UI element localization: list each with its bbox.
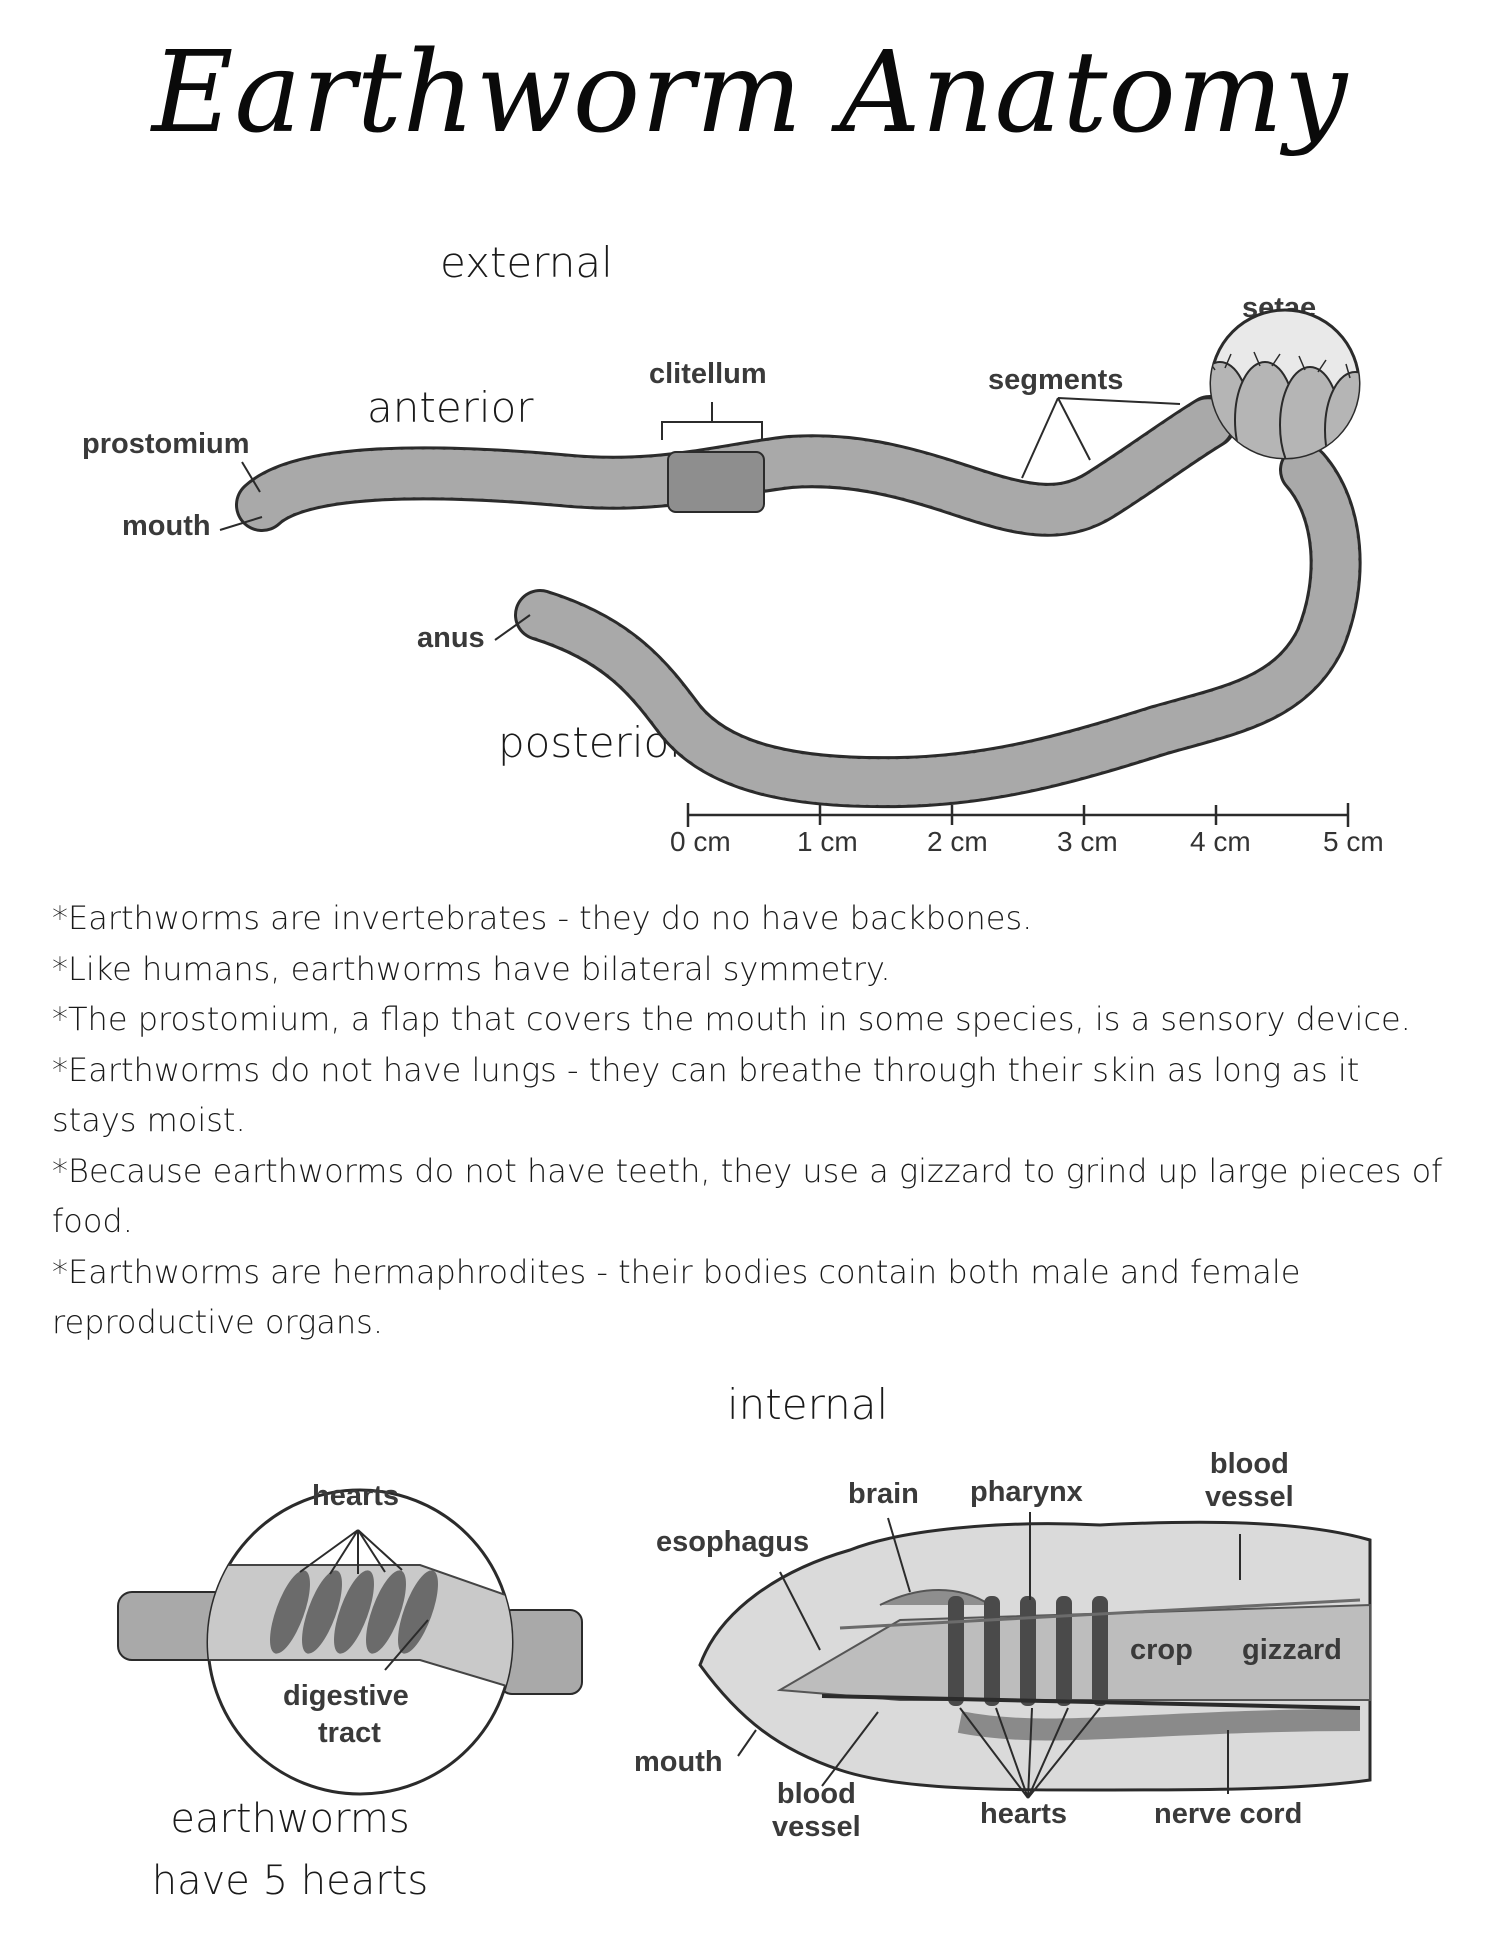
scale-label-5: 5 cm xyxy=(1323,826,1384,857)
internal-worm xyxy=(698,1520,1372,1792)
anterior-label: anterior xyxy=(367,383,534,432)
scale-label-0: 0 cm xyxy=(670,826,731,857)
scale-label-3: 3 cm xyxy=(1057,826,1118,857)
prostomium-label: prostomium xyxy=(82,428,250,460)
external-worm xyxy=(235,395,1362,809)
caption-line-1: earthworms xyxy=(170,1796,410,1842)
nerve-cord-label: nerve cord xyxy=(1154,1798,1303,1830)
blood-vessel-top-label: blood vessel xyxy=(1205,1448,1294,1514)
mouth-label: mouth xyxy=(122,510,211,542)
esophagus-label: esophagus xyxy=(656,1526,810,1558)
internal-hearts-label: hearts xyxy=(980,1798,1068,1830)
blood-vessel-top-line-2: vessel xyxy=(1205,1481,1294,1513)
brain-label: brain xyxy=(848,1478,919,1510)
blood-vessel-bottom-label: blood vessel xyxy=(772,1778,861,1844)
hearts-caption: earthworms have 5 hearts xyxy=(120,1788,460,1912)
internal-mouth-label: mouth xyxy=(634,1746,723,1778)
fact-3: *The prostomium, a flap that covers the … xyxy=(52,1000,1411,1038)
facts-list: *Earthworms are invertebrates - they do … xyxy=(52,893,1452,1348)
gizzard-label: gizzard xyxy=(1242,1634,1342,1666)
page-title: Earthworm Anatomy xyxy=(151,28,1349,158)
caption-line-2: have 5 hearts xyxy=(151,1858,429,1904)
internal-pointers xyxy=(737,1512,1241,1799)
fact-6: *Earthworms are hermaphrodites - their b… xyxy=(52,1252,1301,1342)
segments-label: segments xyxy=(988,364,1124,396)
clitellum-label: clitellum xyxy=(649,358,767,390)
tract-label: tract xyxy=(318,1717,381,1749)
anus-label: anus xyxy=(417,622,485,654)
blood-vessel-top-line-1: blood xyxy=(1209,1448,1289,1480)
blood-vessel-bottom-line-2: vessel xyxy=(772,1811,861,1843)
crop-label: crop xyxy=(1130,1634,1193,1666)
fact-5: *Because earthworms do not have teeth, t… xyxy=(52,1151,1443,1241)
hearts-detail-label: hearts xyxy=(312,1480,400,1512)
digestive-label: digestive xyxy=(283,1680,409,1712)
fact-1: *Earthworms are invertebrates - they do … xyxy=(52,899,1033,937)
blood-vessel-bottom-line-1: blood xyxy=(776,1778,856,1810)
external-heading: external xyxy=(440,238,613,287)
scale-bar xyxy=(686,803,1350,827)
scale-label-1: 1 cm xyxy=(797,826,858,857)
fact-2: *Like humans, earthworms have bilateral … xyxy=(52,949,891,988)
pharynx-label: pharynx xyxy=(970,1476,1083,1508)
scale-label-2: 2 cm xyxy=(927,826,988,857)
internal-heading: internal xyxy=(727,1380,889,1429)
scale-label-4: 4 cm xyxy=(1190,826,1251,857)
fact-4: *Earthworms do not have lungs - they can… xyxy=(52,1050,1360,1140)
hearts-detail xyxy=(117,1488,583,1796)
